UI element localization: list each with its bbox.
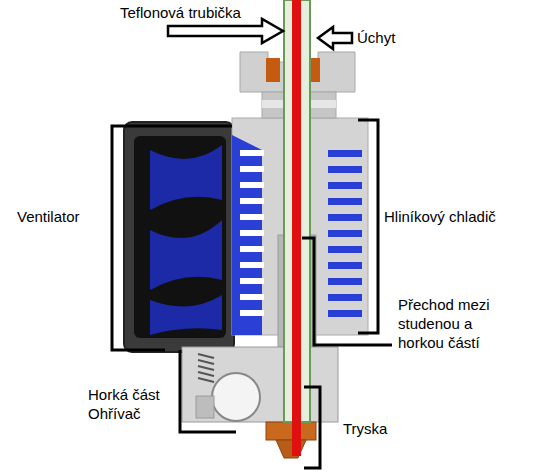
leader-arrow	[318, 27, 352, 49]
heatsink-fins	[240, 150, 264, 316]
fan-housing	[124, 122, 234, 352]
heater-block	[182, 347, 338, 422]
heatsink-fins	[328, 150, 362, 317]
thermistor	[196, 396, 214, 418]
part-label: Teflonová trubička	[120, 3, 241, 22]
part-label: Horká část Ohřívač	[88, 385, 170, 423]
fan-blade	[150, 145, 222, 210]
part-label: Ventilator	[17, 207, 80, 226]
nozzle-tip	[276, 440, 306, 458]
fan-blade	[150, 220, 222, 290]
thermistor-spring	[198, 354, 214, 382]
fan-opening	[134, 136, 226, 338]
collet	[266, 58, 280, 82]
bracket	[112, 120, 392, 468]
part-label: Tryska	[343, 419, 387, 438]
part-label: Hliníkový chladič	[384, 207, 496, 226]
nozzle-hex	[266, 422, 316, 440]
heater-cartridge	[212, 373, 260, 421]
part-label: Úchyt	[357, 28, 395, 47]
leader-arrow	[168, 19, 283, 43]
part-label: Přechod mezi studenou a horkou částí	[398, 295, 492, 352]
filament	[292, 0, 301, 456]
fan-blade	[150, 295, 222, 335]
